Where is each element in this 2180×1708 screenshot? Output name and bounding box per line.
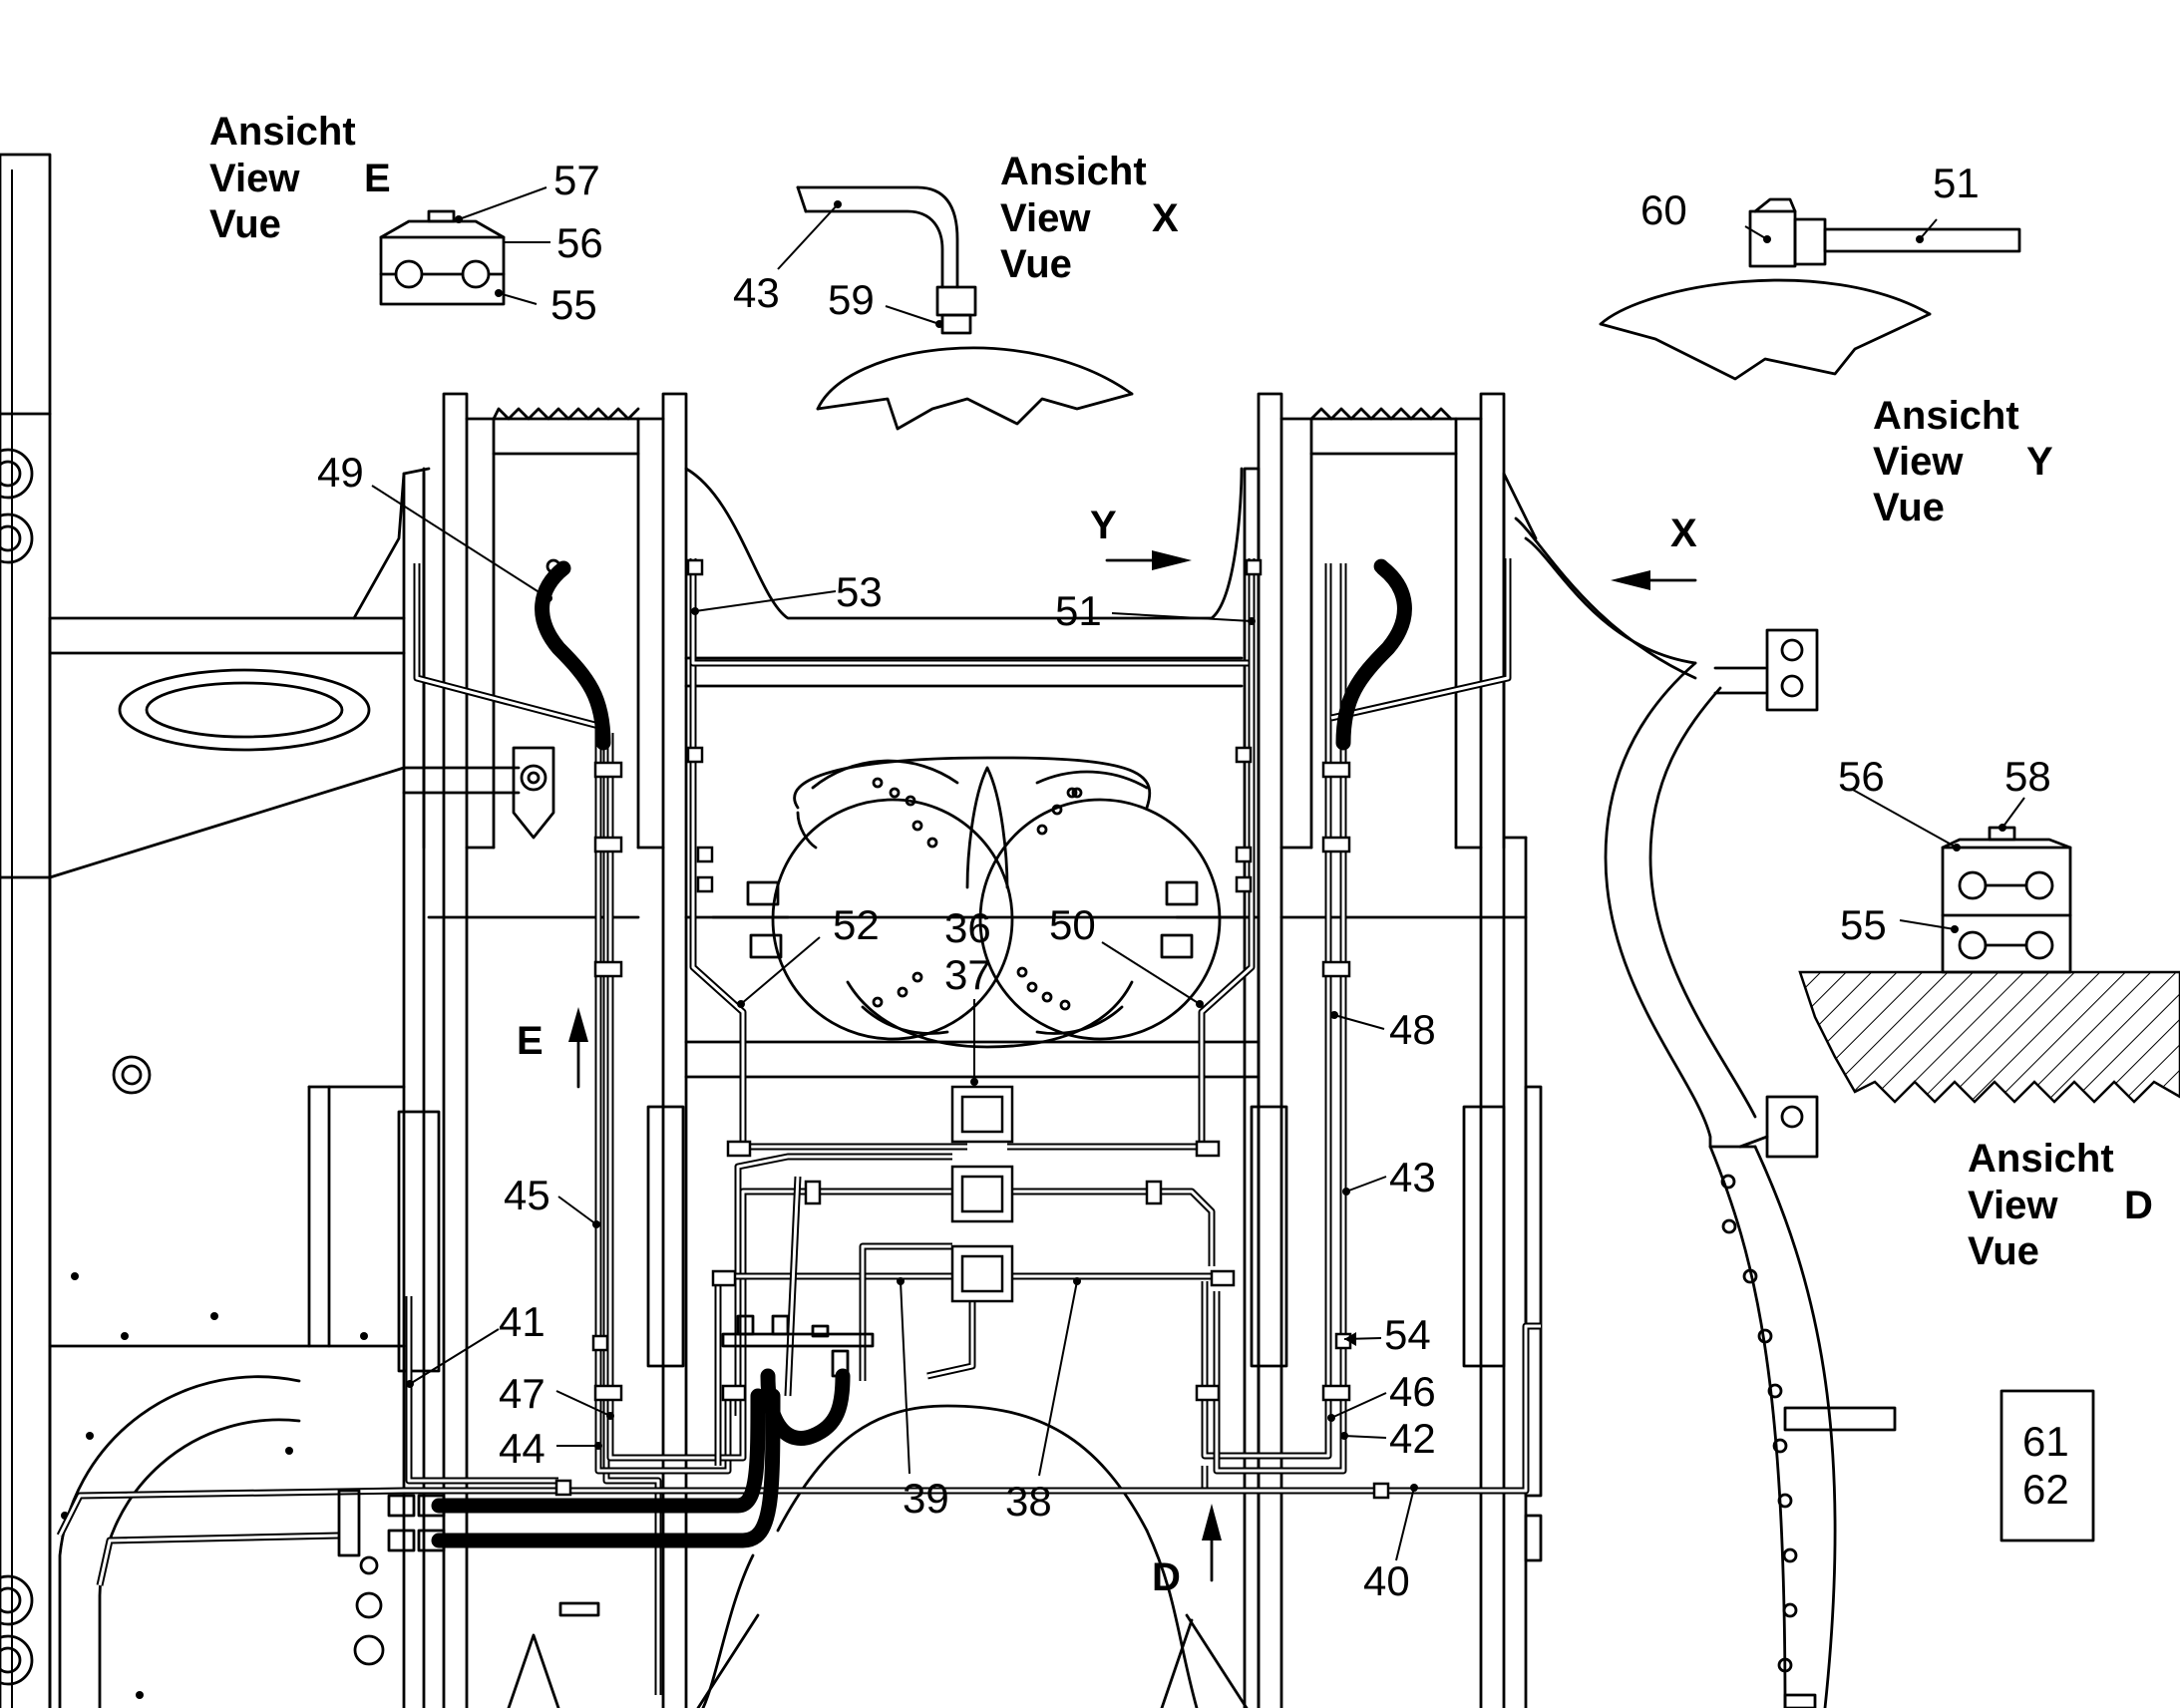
view-clamp-detail: [1798, 826, 2180, 1104]
leader-lines: [371, 186, 2025, 1561]
ref-61: 61: [2022, 1418, 2069, 1465]
svg-text:Ansicht: Ansicht: [1000, 150, 1147, 193]
svg-text:View: View: [1873, 440, 1964, 484]
reference-box: [1999, 1389, 2095, 1542]
arrow-d: [1202, 1504, 1222, 1582]
left-machine-body: [0, 153, 600, 1708]
callout-45: 45: [504, 1172, 550, 1218]
callout-53: 53: [836, 568, 883, 615]
callout-47: 47: [499, 1370, 545, 1417]
view-e-detail: [379, 209, 506, 306]
ref-62: 62: [2022, 1466, 2069, 1513]
callout-51-y: 51: [1933, 160, 1980, 206]
valve-blocks: [721, 1085, 1014, 1378]
view-label-e: Ansicht View E Vue: [209, 110, 391, 246]
callout-54: 54: [1384, 1311, 1431, 1358]
callout-numbers: 57 56 55 43 59 60 51 49 53 51 52 36 50 3…: [317, 157, 2069, 1604]
callout-56-e: 56: [556, 219, 603, 266]
arrow-y: [1105, 550, 1192, 570]
pipe-network: [56, 558, 1541, 1695]
hoses: [337, 558, 1412, 1557]
callout-44: 44: [499, 1425, 545, 1472]
svg-text:View: View: [1968, 1184, 2058, 1227]
callout-56: 56: [1838, 753, 1885, 800]
callout-48: 48: [1389, 1006, 1436, 1053]
svg-text:View: View: [209, 157, 300, 200]
view-label-d: Ansicht View D Vue: [1968, 1137, 2153, 1273]
arrow-e: [568, 1007, 588, 1089]
svg-text:Ansicht: Ansicht: [1873, 394, 2019, 438]
callout-43-x: 43: [733, 269, 780, 316]
callout-46: 46: [1389, 1368, 1436, 1415]
pipe-clamps: [554, 558, 1390, 1500]
callout-57: 57: [553, 157, 600, 203]
svg-text:E: E: [364, 157, 391, 200]
callout-42: 42: [1389, 1415, 1436, 1462]
arrow-e-label: E: [517, 1019, 544, 1063]
arrow-x-label: X: [1670, 512, 1697, 555]
view-y-detail: [1599, 197, 2021, 381]
callout-40: 40: [1363, 1557, 1410, 1604]
right-frame-plate: [684, 392, 1543, 1708]
svg-text:Vue: Vue: [1000, 242, 1072, 286]
callout-37: 37: [944, 951, 991, 998]
callout-60: 60: [1640, 186, 1687, 233]
gear-case: [711, 756, 1254, 1049]
callout-38: 38: [1005, 1478, 1052, 1525]
callout-41: 41: [499, 1298, 545, 1345]
right-holder: [1514, 516, 1897, 1708]
callout-39: 39: [903, 1475, 949, 1522]
view-label-y: Ansicht View Y Vue: [1873, 394, 2053, 529]
svg-text:Y: Y: [2026, 440, 2053, 484]
callout-36: 36: [944, 904, 991, 951]
callout-49: 49: [317, 449, 364, 496]
callout-55: 55: [1840, 901, 1887, 948]
svg-text:X: X: [1152, 196, 1179, 240]
view-x-detail: [796, 185, 1134, 431]
svg-text:Ansicht: Ansicht: [1968, 1137, 2114, 1181]
callout-43: 43: [1389, 1154, 1436, 1200]
arrow-x: [1611, 570, 1697, 590]
left-frame-plate: [352, 392, 1244, 1708]
callout-58: 58: [2004, 753, 2051, 800]
view-label-x: Ansicht View X Vue: [1000, 150, 1179, 286]
callout-51: 51: [1055, 587, 1102, 634]
svg-text:Ansicht: Ansicht: [209, 110, 356, 154]
svg-text:View: View: [1000, 196, 1091, 240]
svg-text:Vue: Vue: [209, 202, 281, 246]
view-arrows: [568, 550, 1697, 1582]
arrow-d-label: D: [1152, 1555, 1181, 1599]
lower-center-structure: [696, 1404, 1249, 1708]
svg-text:Vue: Vue: [1968, 1229, 2039, 1273]
svg-text:D: D: [2124, 1184, 2153, 1227]
callout-50: 50: [1049, 901, 1096, 948]
arrow-y-label: Y: [1090, 504, 1117, 547]
callout-59: 59: [828, 276, 875, 323]
callout-52: 52: [833, 901, 880, 948]
callout-55-e: 55: [550, 281, 597, 328]
svg-text:Vue: Vue: [1873, 486, 1945, 529]
